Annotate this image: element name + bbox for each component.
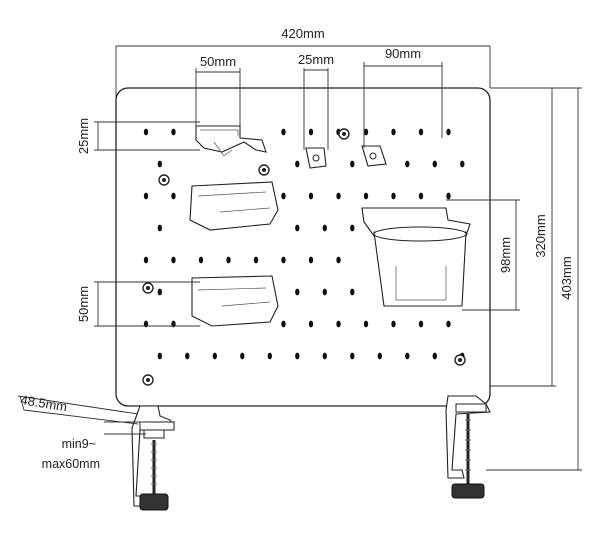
peg-hole [198, 256, 204, 264]
peg-hole [363, 128, 369, 136]
peg-hole [308, 192, 314, 200]
mid-shelf-2: 50mm [76, 275, 279, 327]
peg-hole [143, 256, 149, 264]
peg-hole [143, 192, 149, 200]
peg-hole [308, 320, 314, 328]
clamp-dimensions: 48.5mm min9~ max60mm [17, 392, 146, 471]
screw-boss-center [342, 132, 346, 136]
cup-height-label: 98mm [498, 237, 513, 273]
clamp-min-label: min9~ [62, 437, 96, 451]
peg-hole [185, 352, 190, 360]
peg-hole [418, 128, 424, 136]
peg-hole [418, 320, 424, 328]
small-hooks: 25mm [298, 52, 387, 169]
peg-hole [322, 224, 327, 232]
peg-hole [143, 128, 149, 136]
peg-hole [391, 320, 396, 328]
peg-hole [363, 320, 369, 328]
peg-hole [405, 160, 410, 168]
peg-hole [157, 224, 162, 232]
peg-hole [446, 128, 451, 136]
screw-boss-center [458, 358, 462, 362]
peg-hole [322, 352, 327, 360]
peg-hole [377, 352, 382, 360]
width-label: 420mm [281, 26, 324, 41]
hook-left-width-label: 50mm [200, 54, 236, 69]
peg-hole [295, 352, 300, 360]
peg-hole [405, 352, 410, 360]
peg-hole [418, 192, 424, 200]
left-hook: 50mm 25mm [76, 54, 267, 157]
peg-hole [295, 224, 300, 232]
total-height-label: 403mm [559, 256, 574, 299]
clamp-depth-label: 48.5mm [20, 392, 69, 414]
peg-hole [350, 160, 355, 168]
right-clamp [445, 395, 491, 499]
peg-hole [281, 320, 286, 328]
height-dimensions: 320mm 403mm [486, 87, 582, 471]
peg-hole [432, 352, 437, 360]
screw-boss-center [146, 378, 150, 382]
peg-hole [391, 192, 396, 200]
peg-hole [240, 352, 245, 360]
peg-holes [142, 128, 466, 386]
mid-shelf-1 [189, 181, 279, 231]
clamp-max-label: max60mm [42, 457, 100, 471]
peg-hole [212, 352, 217, 360]
peg-hole [267, 352, 272, 360]
screw-boss-center [262, 168, 266, 172]
peg-hole [171, 192, 176, 200]
peg-hole [308, 128, 314, 136]
peg-hole [295, 160, 300, 168]
peg-hole [157, 352, 162, 360]
cup-holder: 90mm 98mm [361, 46, 520, 311]
hook-small-width-label: 25mm [298, 52, 334, 67]
peg-hole [446, 192, 451, 200]
cup-width-label: 90mm [385, 46, 421, 61]
peg-hole [446, 320, 451, 328]
peg-hole [281, 128, 286, 136]
width-dimension: 420mm [115, 26, 491, 100]
peg-hole [281, 192, 286, 200]
peg-hole [460, 160, 465, 168]
peg-hole [336, 256, 341, 264]
peg-hole [363, 192, 369, 200]
peg-hole [322, 288, 327, 296]
peg-hole [171, 256, 176, 264]
peg-hole [295, 288, 300, 296]
peg-hole [308, 256, 314, 264]
pegboard-panel [115, 87, 491, 407]
screw-boss-center [162, 178, 166, 182]
peg-hole [391, 128, 396, 136]
peg-hole [432, 160, 437, 168]
peg-hole [157, 288, 162, 296]
panel-height-label: 320mm [533, 214, 548, 257]
peg-hole [226, 256, 231, 264]
hook-left-height-label: 25mm [76, 118, 91, 154]
peg-hole [281, 256, 286, 264]
left-clamp [131, 405, 175, 511]
peg-hole [253, 256, 259, 264]
peg-hole [171, 128, 176, 136]
peg-hole [350, 288, 355, 296]
peg-hole [350, 352, 355, 360]
peg-hole [350, 224, 355, 232]
screw-boss-center [146, 286, 150, 290]
peg-hole [157, 160, 162, 168]
shelf-height-label: 50mm [76, 286, 91, 322]
peg-hole [336, 320, 341, 328]
peg-hole [336, 192, 341, 200]
